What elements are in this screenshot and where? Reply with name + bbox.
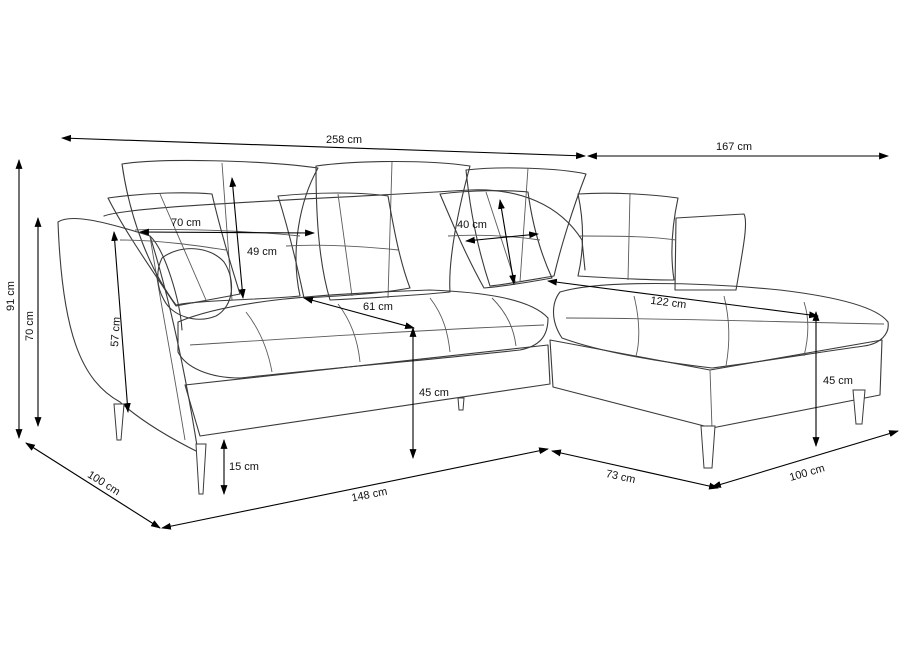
label-chaise-length: 167 cm (716, 141, 752, 153)
leg-chaise-front (700, 425, 716, 469)
label-back-height: 70 cm (24, 311, 36, 341)
chaise-armrest (674, 213, 747, 291)
sofa-back-frame (103, 189, 586, 271)
leg-middle (457, 397, 465, 411)
label-seat-height: 45 cm (419, 387, 449, 399)
leg-chaise-right (852, 389, 866, 425)
dimension-lines (15, 134, 899, 530)
back-cushion-1 (121, 159, 319, 306)
back-cushion-2 (315, 160, 471, 301)
sofa-drawing (57, 159, 889, 495)
label-cushion-width: 70 cm (171, 217, 201, 229)
label-chaise-seat-length: 122 cm (650, 295, 687, 311)
label-chaise-depth: 100 cm (788, 462, 826, 483)
pillow-3 (439, 190, 553, 289)
back-cushion-3 (465, 167, 587, 287)
label-small-cushion-width: 40 cm (457, 219, 487, 231)
leg-back-left (113, 403, 125, 441)
label-chaise-seat-height: 45 cm (823, 375, 853, 387)
bolster-pillow (157, 248, 233, 320)
sofa-base (184, 344, 551, 437)
left-armrest (57, 217, 199, 453)
leg-front-left (195, 443, 207, 495)
label-chaise-width: 73 cm (605, 468, 637, 486)
chaise-seat-cushion (552, 282, 889, 369)
label-leg-height: 15 cm (229, 461, 259, 473)
label-armrest-height: 57 cm (109, 316, 123, 347)
label-back-cushion-height: 49 cm (247, 246, 277, 258)
pillow-2 (277, 192, 411, 299)
dimension-labels: 258 cm 167 cm 91 cm 70 cm 57 cm 49 cm 70… (5, 134, 853, 504)
label-seat-depth: 61 cm (363, 301, 393, 313)
label-total-width: 258 cm (326, 134, 362, 146)
label-total-height: 91 cm (5, 281, 17, 311)
seat-cushions (177, 289, 549, 379)
